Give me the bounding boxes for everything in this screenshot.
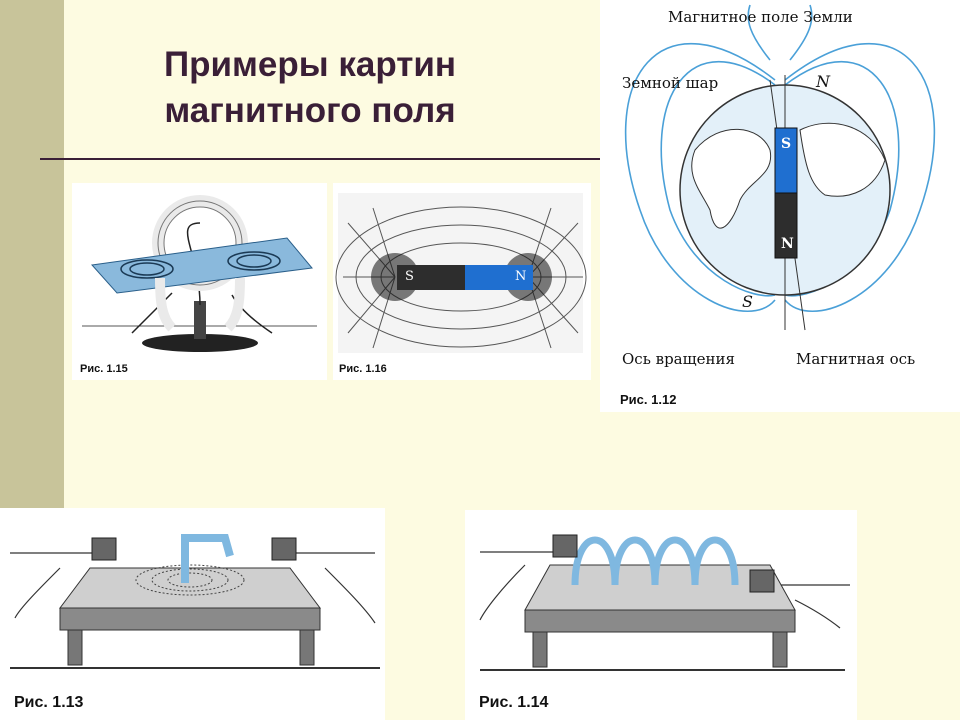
rotation-axis-label: Ось вращения bbox=[622, 350, 735, 368]
figure-1-14: Рис. 1.14 bbox=[465, 510, 857, 720]
magnet-pole-s: S bbox=[405, 269, 414, 284]
left-accent-bar bbox=[0, 0, 64, 510]
pole-s-outer-label: S bbox=[742, 292, 753, 311]
figure-1-12: Магнитное поле Земли Земной шар N S S N … bbox=[600, 0, 960, 412]
figure-caption: Рис. 1.12 bbox=[620, 392, 677, 407]
magnet-pole-n: N bbox=[515, 269, 527, 284]
title-divider bbox=[40, 158, 600, 160]
slide-title: Примеры картин магнитного поля bbox=[100, 42, 520, 134]
title-line-1: Примеры картин bbox=[163, 45, 457, 84]
figure-1-13: Рис. 1.13 bbox=[0, 508, 385, 720]
globe-label: Земной шар bbox=[622, 74, 719, 92]
earth-magnetic-field-illustration bbox=[624, 4, 936, 331]
title-line-2: магнитного поля bbox=[164, 91, 456, 130]
figure-caption: Рис. 1.15 bbox=[80, 363, 128, 375]
straight-conductor-board-illustration bbox=[10, 534, 380, 669]
bar-magnet-filings-illustration bbox=[335, 193, 587, 353]
figure-caption: Рис. 1.16 bbox=[339, 363, 387, 375]
ring-conductor-illustration bbox=[82, 195, 317, 352]
pole-n-outer-label: N bbox=[816, 72, 830, 91]
magnet-n-label: N bbox=[781, 236, 794, 252]
earth-field-label: Магнитное поле Земли bbox=[668, 8, 853, 26]
figure-1-16: S N Рис. 1.16 bbox=[333, 183, 591, 380]
magnetic-axis-label: Магнитная ось bbox=[796, 350, 916, 368]
figure-caption: Рис. 1.14 bbox=[479, 694, 549, 711]
solenoid-board-illustration bbox=[479, 534, 850, 671]
magnet-s-label: S bbox=[781, 136, 792, 152]
figure-1-15: Рис. 1.15 bbox=[72, 183, 327, 380]
figure-caption: Рис. 1.13 bbox=[14, 694, 84, 711]
